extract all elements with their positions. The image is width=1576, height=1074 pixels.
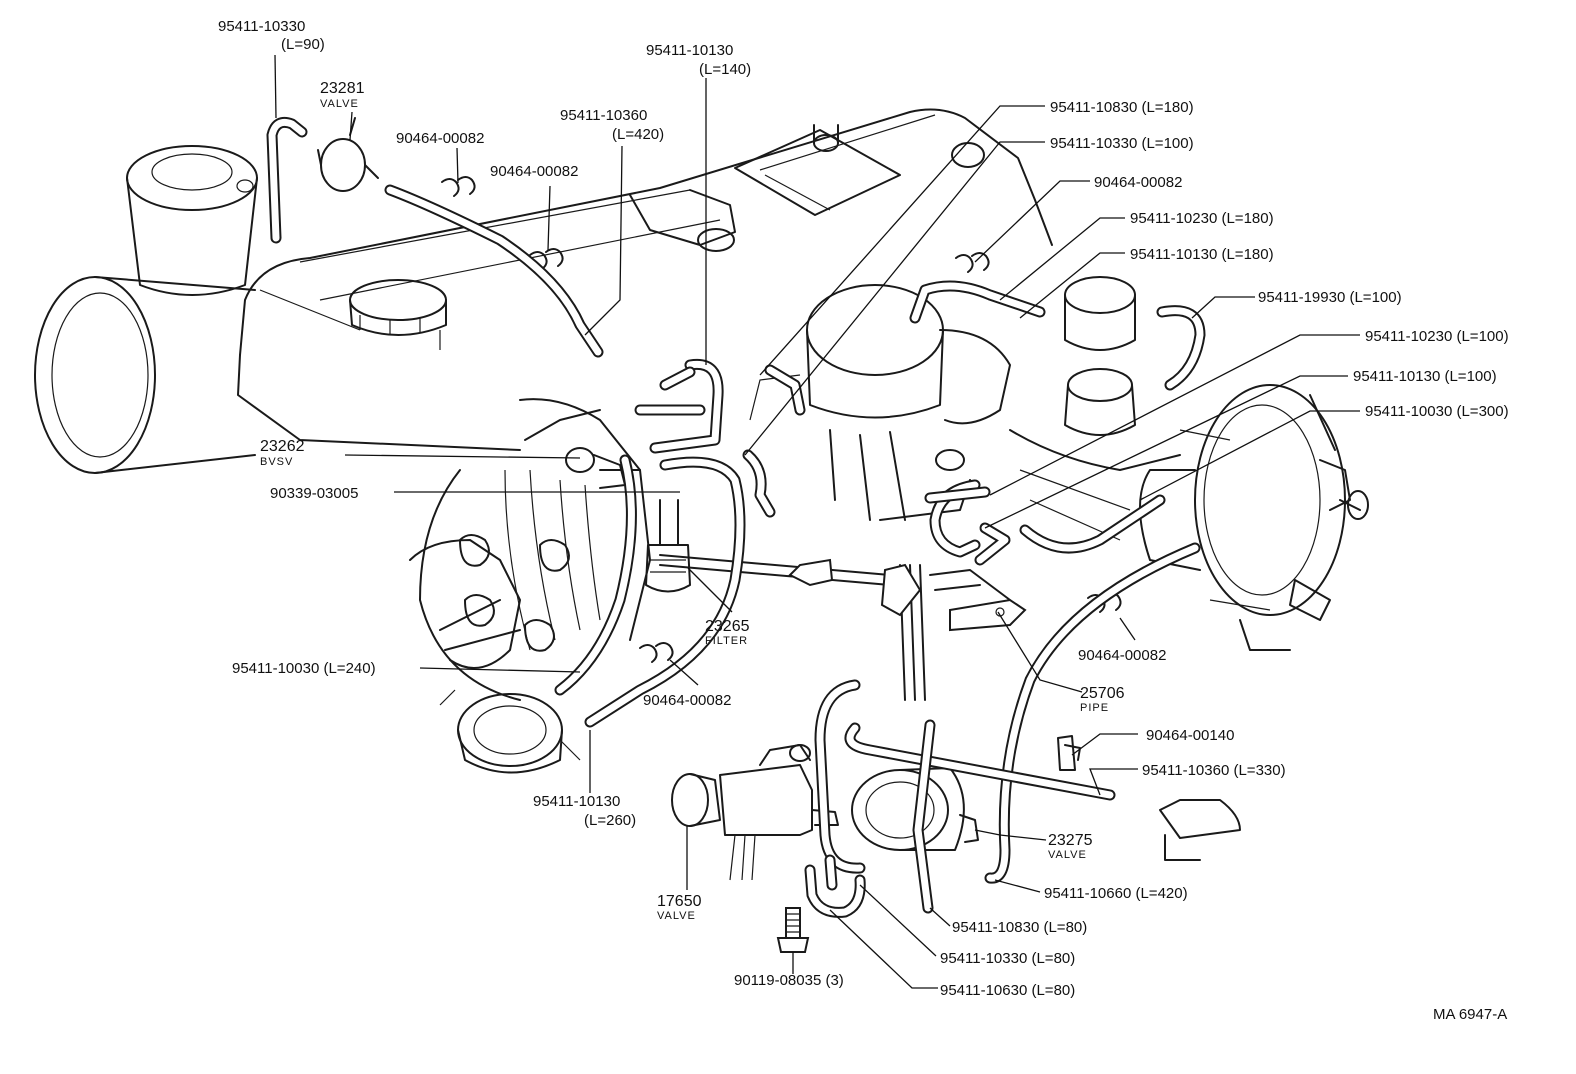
- label-90464-00140: 90464-00140: [1146, 727, 1234, 744]
- bolt-drawing: [776, 907, 810, 953]
- label-90464-00082-d: 90464-00082: [1078, 647, 1166, 664]
- oil-cap-drawing: [259, 279, 447, 350]
- label-valve-17650: VALVE: [657, 910, 696, 922]
- modulators-drawing: [1064, 276, 1136, 436]
- label-l420: (L=420): [612, 126, 664, 143]
- label-95411-19930-l100: 95411-19930 (L=100): [1258, 289, 1402, 306]
- label-95411-10230-l100: 95411-10230 (L=100): [1365, 328, 1509, 345]
- label-95411-10360-l330: 95411-10360 (L=330): [1142, 762, 1286, 779]
- valve-cover-drawing: [237, 108, 1053, 451]
- reservoir-drawing: [126, 145, 258, 296]
- label-95411-10630-l80: 95411-10630 (L=80): [940, 982, 1075, 999]
- label-valve-23275: VALVE: [1048, 849, 1087, 861]
- distributor-drawing: [1139, 384, 1369, 651]
- label-95411-10360-l420: 95411-10360: [560, 107, 647, 124]
- valve-23281-drawing: [317, 117, 379, 192]
- label-17650: 17650: [657, 893, 702, 910]
- hose-end-drawing: [1159, 799, 1241, 861]
- filter-drawing: [645, 499, 691, 593]
- label-95411-10660-l420: 95411-10660 (L=420): [1044, 885, 1188, 902]
- label-23281: 23281: [320, 80, 365, 97]
- label-95411-10130-l180: 95411-10130 (L=180): [1130, 246, 1274, 263]
- label-95411-10130-l260: 95411-10130: [533, 793, 620, 810]
- bvsv-drawing: [565, 447, 641, 489]
- label-95411-10230-l180: 95411-10230 (L=180): [1130, 210, 1274, 227]
- label-l140: (L=140): [699, 61, 751, 78]
- label-l90: (L=90): [281, 36, 325, 53]
- plug-wires-drawing: [439, 534, 570, 652]
- label-90464-00082-e: 90464-00082: [643, 692, 731, 709]
- label-95411-10830-l80: 95411-10830 (L=80): [952, 919, 1087, 936]
- label-valve-23281: VALVE: [320, 98, 359, 110]
- leader-lines: [274, 54, 1360, 989]
- label-90464-00082-a: 90464-00082: [396, 130, 484, 147]
- hoses: [266, 116, 1206, 918]
- label-filter: FILTER: [705, 635, 748, 647]
- valve-17650-drawing: [671, 744, 839, 881]
- label-95411-10830-l180: 95411-10830 (L=180): [1050, 99, 1194, 116]
- label-bvsv: BVSV: [260, 456, 293, 468]
- label-25706: 25706: [1080, 685, 1125, 702]
- label-95411-10030-l240: 95411-10030 (L=240): [232, 660, 376, 677]
- figure-code: MA 6947-A: [1433, 1006, 1507, 1023]
- air-cleaner-drawing: [34, 276, 256, 474]
- label-95411-10330-l80: 95411-10330 (L=80): [940, 950, 1075, 967]
- label-95411-10030-l300: 95411-10030 (L=300): [1365, 403, 1509, 420]
- label-95411-10130-l100: 95411-10130 (L=100): [1353, 368, 1497, 385]
- label-23265: 23265: [705, 618, 750, 635]
- label-95411-10330-l100: 95411-10330 (L=100): [1050, 135, 1194, 152]
- part-labels: 95411-10330 (L=90) 23281 VALVE 90464-000…: [218, 18, 1509, 1023]
- egr-valve-drawing: [439, 689, 581, 774]
- label-90119-08035: 90119-08035 (3): [734, 972, 844, 989]
- label-90464-00082-b: 90464-00082: [490, 163, 578, 180]
- label-23275: 23275: [1048, 832, 1093, 849]
- label-90464-00082-c: 90464-00082: [1094, 174, 1182, 191]
- label-23262: 23262: [260, 438, 305, 455]
- engine-drawing: [34, 108, 1369, 953]
- label-pipe: PIPE: [1080, 702, 1109, 714]
- intake-manifold-drawing: [409, 398, 651, 701]
- label-90339-03005: 90339-03005: [270, 485, 358, 502]
- pipe-assembly-drawing: [659, 554, 1027, 701]
- clips-drawing: [441, 176, 1122, 771]
- label-l260: (L=260): [584, 812, 636, 829]
- label-95411-10130-l140: 95411-10130: [646, 42, 733, 59]
- label-95411-10330-l90: 95411-10330: [218, 18, 305, 35]
